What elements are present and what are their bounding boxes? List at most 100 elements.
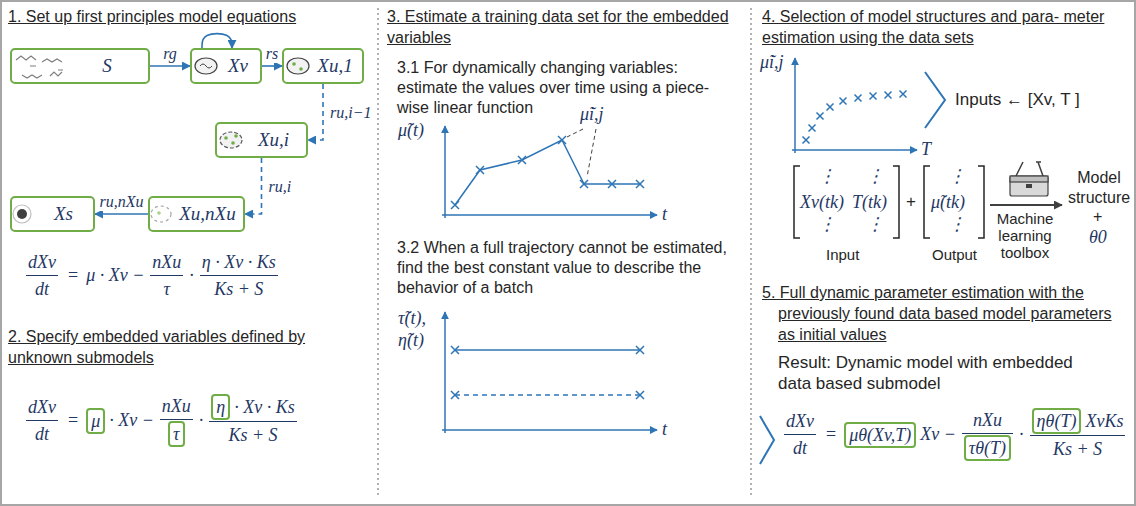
variable-symbol: ηθ(T) bbox=[1037, 410, 1077, 432]
compartment-box: Xu,nXu bbox=[148, 196, 245, 232]
step-heading: 3. Estimate a training data set for the … bbox=[387, 6, 737, 48]
plus-sign: + bbox=[906, 191, 916, 212]
equation-term: dXv bbox=[784, 410, 816, 432]
equation-term: · Xv − bbox=[107, 410, 156, 431]
flow-arrow bbox=[95, 213, 148, 215]
variable-symbol: S bbox=[102, 55, 112, 77]
x-axis bbox=[442, 429, 657, 431]
debris-halo bbox=[13, 205, 31, 223]
molecule-chain bbox=[22, 75, 42, 78]
matrix-entry: μ̃(tk) bbox=[931, 192, 965, 213]
lysing-cell-icon bbox=[151, 206, 171, 222]
axis-label: μ̃(t) bbox=[398, 120, 424, 141]
variable-symbol: Xu,1 bbox=[317, 55, 352, 77]
process-arrow bbox=[990, 204, 1062, 206]
step-heading: 2. Specify embedded variables defined by… bbox=[8, 326, 348, 368]
step-text: 3.1 For dynamically changing variables: … bbox=[397, 58, 737, 118]
angle-bracket bbox=[760, 416, 774, 464]
matrix-dots: ⋮ bbox=[818, 214, 836, 235]
variable-symbol: η bbox=[216, 396, 225, 418]
equation-term: dt bbox=[33, 278, 51, 300]
matrix-dots: ⋮ bbox=[866, 166, 884, 187]
rate-label: ru,i bbox=[268, 177, 293, 196]
tool-caption: Machine learning toolbox bbox=[984, 210, 1066, 261]
input-list: Inputs ← [Xv, T ] bbox=[955, 89, 1080, 110]
tool bbox=[1016, 162, 1043, 176]
variable-symbol: Xu,i bbox=[258, 129, 289, 151]
variable-label: μ̃i,j bbox=[580, 104, 604, 125]
parameter-symbol: θ0 bbox=[1089, 227, 1107, 248]
cell-spot bbox=[234, 134, 238, 138]
step-heading: 4. Selection of model structures and par… bbox=[762, 6, 1130, 48]
data-markers bbox=[451, 346, 644, 399]
equation-term: τ bbox=[162, 278, 172, 300]
submodel-highlight: τ bbox=[168, 421, 184, 447]
cell-spot bbox=[299, 67, 303, 71]
matrix-dots: ⋮ bbox=[818, 166, 836, 187]
constant-chart bbox=[442, 312, 657, 433]
flow-arrow bbox=[202, 34, 232, 48]
fraction-bar bbox=[26, 275, 58, 276]
data-markers bbox=[803, 91, 907, 144]
axis-label: T bbox=[921, 139, 931, 160]
compartment-box: Xu,1 bbox=[282, 48, 364, 84]
step-text: 3.2 When a full trajectory cannot be est… bbox=[397, 238, 737, 298]
equation-term: Ks + S bbox=[226, 424, 279, 446]
variable-symbol: μ bbox=[91, 410, 100, 432]
cell-outline bbox=[151, 206, 171, 222]
toolbox-body bbox=[1010, 176, 1048, 196]
fraction-bar bbox=[200, 275, 278, 276]
submodel-highlight: μθ(Xv,T) bbox=[844, 422, 916, 448]
debris-dot bbox=[17, 209, 27, 219]
fraction-bar bbox=[962, 433, 1013, 434]
plus-sign: + bbox=[1093, 207, 1102, 227]
toolbox-latch bbox=[1026, 184, 1032, 188]
y-axis bbox=[794, 58, 796, 153]
rate-label: rs bbox=[265, 44, 279, 63]
equation-term: μ · Xv − bbox=[84, 265, 146, 286]
constant-line bbox=[455, 394, 640, 396]
step-heading: 5. Full dynamic parameter estimation wit… bbox=[762, 282, 1130, 345]
cell-spot bbox=[231, 141, 235, 145]
molecule-chain bbox=[30, 66, 63, 70]
left-bracket bbox=[794, 166, 800, 238]
result-text: Result: Dynamic model with embedded data… bbox=[778, 352, 1078, 394]
compartment-box: Xv bbox=[190, 48, 262, 84]
toolbox-lid bbox=[1010, 176, 1048, 182]
matrix-dots: ⋮ bbox=[866, 214, 884, 235]
matrix-dots: ⋮ bbox=[948, 166, 966, 187]
fraction-bar bbox=[1030, 435, 1126, 436]
panel-separator bbox=[377, 8, 378, 498]
substrate-icon bbox=[16, 56, 63, 78]
angle-bracket bbox=[925, 72, 945, 128]
variable-symbol: Xu,nXu bbox=[179, 203, 235, 225]
equation-term: · bbox=[187, 265, 196, 286]
matrix-entry: Xv(tk) bbox=[800, 192, 844, 213]
cell-spot bbox=[224, 136, 228, 140]
result-caption: Model structure bbox=[1066, 168, 1132, 208]
unviable-cell-icon bbox=[287, 58, 309, 74]
equals-sign: = bbox=[62, 410, 84, 431]
molecule-chain bbox=[50, 72, 62, 76]
x-axis bbox=[442, 214, 657, 216]
variable-symbol: Xv bbox=[228, 55, 248, 77]
molecule-chain bbox=[42, 59, 62, 62]
matrix-entry: T(tk) bbox=[852, 192, 887, 213]
compartment-box: Xu,i bbox=[215, 122, 308, 158]
toolbox-icon bbox=[1010, 162, 1048, 196]
equation-term: · bbox=[197, 410, 206, 431]
equation-term: nXu bbox=[971, 409, 1004, 431]
cell-outline bbox=[287, 58, 309, 74]
flow-arrow bbox=[308, 84, 323, 140]
equation-term: Ks + S bbox=[212, 278, 265, 300]
matrix-brackets bbox=[794, 166, 984, 238]
cell-spot bbox=[292, 62, 296, 66]
equation-term: · Xv · Ks bbox=[232, 396, 297, 418]
equation-term: η · Xv · Ks bbox=[200, 251, 278, 273]
compartment-box: Xs bbox=[10, 196, 95, 232]
fraction-bar bbox=[26, 420, 58, 421]
equation-term: dXv bbox=[26, 251, 58, 273]
equation-term: nXu bbox=[160, 395, 193, 417]
